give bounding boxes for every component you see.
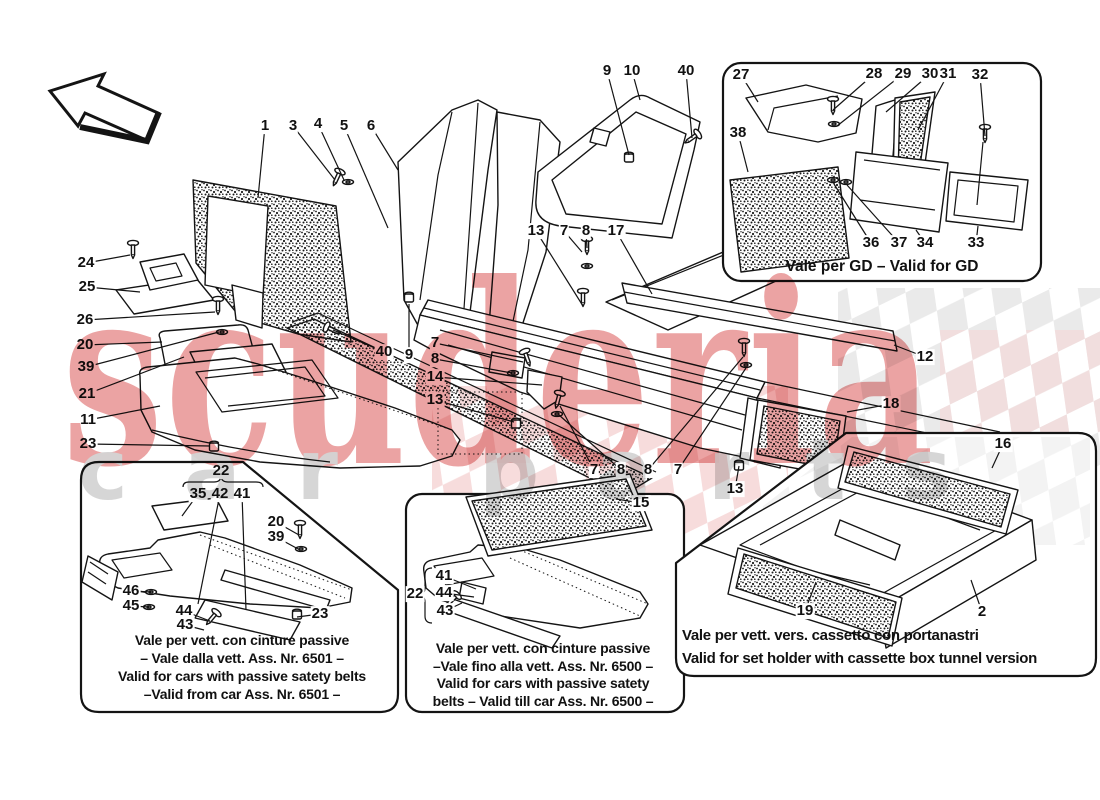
part-number-callout: 7 xyxy=(672,461,684,479)
part-number-callout: 11 xyxy=(79,411,97,429)
caption-line: –Vale fino alla vett. Ass. Nr. 6500 – xyxy=(432,657,654,674)
caption-line: Valid for cars with passive satety belts xyxy=(118,668,366,684)
part-number-callout: 44 xyxy=(434,584,454,602)
gd-inset-caption: Vale per GD – Valid for GD xyxy=(785,258,979,275)
part-number-callout: 14 xyxy=(425,368,445,386)
part-number-callout: 35 xyxy=(188,485,208,503)
part-number-callout: 34 xyxy=(915,234,935,252)
part-number-callout: 2 xyxy=(976,603,988,621)
tunnel-carpet-sill xyxy=(286,318,653,496)
part-number-callout: 4 xyxy=(312,115,324,133)
part-number-callout: 20 xyxy=(266,513,286,531)
part-number-callout: 18 xyxy=(881,395,901,413)
caption-line: Valid for set holder with cassette box t… xyxy=(682,650,1038,667)
part-number-callout: 41 xyxy=(232,485,252,503)
part-number-callout: 28 xyxy=(864,65,884,83)
part-number-callout: 15 xyxy=(631,494,651,512)
part-number-callout: 13 xyxy=(526,222,546,240)
part-number-callout: 45 xyxy=(121,597,141,615)
inset-passive-6500 xyxy=(404,492,686,714)
part-number-callout: 12 xyxy=(915,348,935,366)
part-number-callout: 29 xyxy=(893,65,913,83)
direction-arrow-icon xyxy=(47,71,162,145)
main-assembly xyxy=(115,94,1001,477)
caption-line: Vale per vett. vers. cassetto con portan… xyxy=(682,627,979,644)
part-number-callout: 41 xyxy=(434,567,454,585)
part-number-callout: 40 xyxy=(676,62,696,80)
part-number-callout: 10 xyxy=(622,62,642,80)
caption-line: Vale per vett. con cinture passive xyxy=(435,640,651,656)
part-number-callout: 22 xyxy=(211,462,231,480)
part-number-callout: 7 xyxy=(429,334,441,352)
passive-belts-6501-caption: Vale per vett. con cinture passive – Val… xyxy=(92,631,392,703)
part-number-callout: 3 xyxy=(287,117,299,135)
part-number-callout: 44 xyxy=(174,602,194,620)
part-number-callout: 39 xyxy=(76,358,96,376)
passive-belts-6500-caption: Vale per vett. con cinture passive –Vale… xyxy=(410,640,676,710)
part-number-callout: 23 xyxy=(310,605,330,623)
part-number-callout: 6 xyxy=(365,117,377,135)
sill-15-inset-piece xyxy=(465,473,653,557)
part-number-callout: 7 xyxy=(558,222,570,240)
part-number-callout: 13 xyxy=(425,391,445,409)
part-number-callout: 30 xyxy=(920,65,940,83)
part-number-callout: 38 xyxy=(728,124,748,142)
part-number-callout: 31 xyxy=(938,65,958,83)
cassette-box-caption: Vale per vett. vers. cassetto con portan… xyxy=(682,624,1092,670)
caption-line: –Valid from car Ass. Nr. 6501 – xyxy=(143,686,341,702)
part-number-callout: 40 xyxy=(374,343,394,361)
part-number-callout: 23 xyxy=(78,435,98,453)
inset-cassette xyxy=(674,431,1098,678)
part-number-callout: 22 xyxy=(405,585,425,603)
part-number-callout: 43 xyxy=(175,616,195,634)
caption-line: Vale per vett. con cinture passive xyxy=(134,632,350,648)
part-number-callout: 9 xyxy=(601,62,613,80)
part-number-callout: 16 xyxy=(993,435,1013,453)
part-number-callout: 9 xyxy=(403,346,415,364)
part-number-callout: 1 xyxy=(259,117,271,135)
part-number-callout: 20 xyxy=(75,336,95,354)
part-number-callout: 21 xyxy=(77,385,97,403)
part-number-callout: 37 xyxy=(889,234,909,252)
part-number-callout: 5 xyxy=(338,117,350,135)
part-number-callout: 8 xyxy=(580,222,592,240)
part-number-callout: 24 xyxy=(76,254,96,272)
part-number-callout: 27 xyxy=(731,66,751,84)
part-number-callout: 8 xyxy=(429,350,441,368)
part-number-callout: 46 xyxy=(121,582,141,600)
part-number-callout: 19 xyxy=(795,602,815,620)
caption-line: Valid for cars with passive satety xyxy=(436,675,650,691)
part-number-callout: 17 xyxy=(606,222,626,240)
part-number-callout: 13 xyxy=(725,480,745,498)
part-number-callout: 42 xyxy=(210,485,230,503)
part-number-callout: 8 xyxy=(642,461,654,479)
caption-line: belts – Valid till car Ass. Nr. 6500 – xyxy=(432,692,654,709)
part-number-callout: 33 xyxy=(966,234,986,252)
part-number-callout: 36 xyxy=(861,234,881,252)
part-number-callout: 39 xyxy=(266,528,286,546)
inset-gd xyxy=(721,61,1043,283)
part-number-callout: 25 xyxy=(77,278,97,296)
part-number-callout: 8 xyxy=(615,461,627,479)
part-number-callout: 32 xyxy=(970,66,990,84)
part-number-callout: 43 xyxy=(435,602,455,620)
part-number-callout: 26 xyxy=(75,311,95,329)
caption-line: – Vale dalla vett. Ass. Nr. 6501 – xyxy=(140,650,344,666)
part-number-callout: 7 xyxy=(588,461,600,479)
